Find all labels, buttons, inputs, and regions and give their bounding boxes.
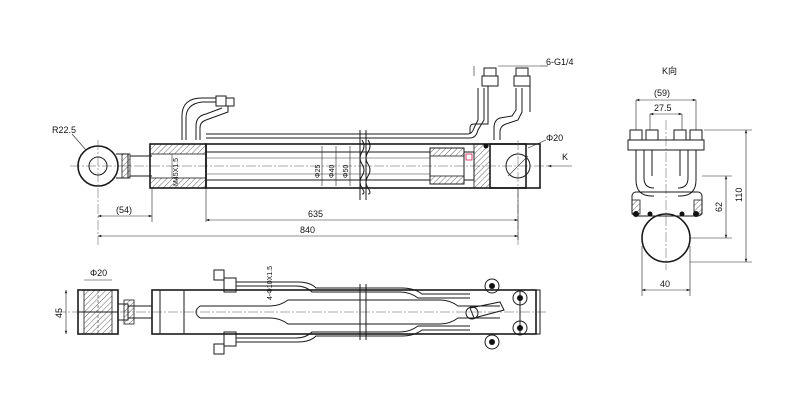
label-holes: 4-Φ10X1.5 bbox=[267, 266, 274, 300]
k-view: K向 bbox=[627, 65, 705, 270]
label-d25: Φ25 bbox=[315, 165, 322, 178]
label-d40: Φ40 bbox=[329, 165, 336, 178]
k-view-dimensions: (59) 27.5 62 110 40 bbox=[635, 88, 752, 296]
k-fitting-4 bbox=[689, 129, 703, 141]
label-view-title: K向 bbox=[662, 65, 677, 76]
fitting-top-view-upper bbox=[213, 269, 225, 281]
label-d50: Φ50 bbox=[343, 165, 350, 178]
bolt-4 bbox=[484, 334, 500, 350]
k-fitting-2 bbox=[645, 129, 659, 141]
top-barrel bbox=[151, 289, 537, 335]
rear-clevis bbox=[489, 143, 541, 189]
label-dim-840: 840 bbox=[300, 225, 315, 235]
top-view-dimensions: Φ20 45 4-Φ10X1.5 bbox=[54, 266, 274, 335]
k-fitting-1 bbox=[629, 129, 643, 141]
k-fitting-3 bbox=[673, 129, 687, 141]
top-view bbox=[56, 269, 548, 355]
fitting-top-2 bbox=[515, 67, 529, 77]
oil-tube-2 bbox=[199, 106, 229, 140]
label-k-arrow: K bbox=[562, 152, 568, 162]
front-view bbox=[70, 67, 548, 245]
front-dimensions: R22.5 6-G1/4 Φ20 K Φ25 Φ40 Φ50 M45X1.5 (… bbox=[52, 57, 574, 240]
label-port-spec: 6-G1/4 bbox=[546, 57, 574, 67]
label-d20-right: Φ20 bbox=[546, 133, 563, 143]
bolt-2 bbox=[512, 290, 528, 306]
label-dim-45: 45 bbox=[54, 308, 64, 318]
fitting-top-view-lower bbox=[213, 343, 225, 355]
label-dim-110: 110 bbox=[734, 188, 744, 202]
label-dim-59: (59) bbox=[654, 88, 670, 98]
label-d20-bottom: Φ20 bbox=[90, 268, 107, 278]
label-dim-62: 62 bbox=[714, 202, 724, 212]
bolt-3 bbox=[512, 320, 528, 336]
bolt-1 bbox=[484, 278, 500, 294]
fitting-top-1 bbox=[483, 67, 497, 77]
oil-tube-3 bbox=[499, 88, 523, 140]
label-dim-27-5: 27.5 bbox=[654, 103, 672, 113]
label-dim-40: 40 bbox=[660, 279, 670, 289]
oil-tube-1 bbox=[206, 88, 485, 139]
label-dim-54: (54) bbox=[116, 205, 132, 215]
label-thread: M45X1.5 bbox=[173, 158, 180, 186]
piston bbox=[429, 147, 465, 157]
fitting-left bbox=[215, 95, 227, 107]
label-dim-635: 635 bbox=[308, 209, 323, 219]
label-r22-5: R22.5 bbox=[52, 125, 76, 135]
